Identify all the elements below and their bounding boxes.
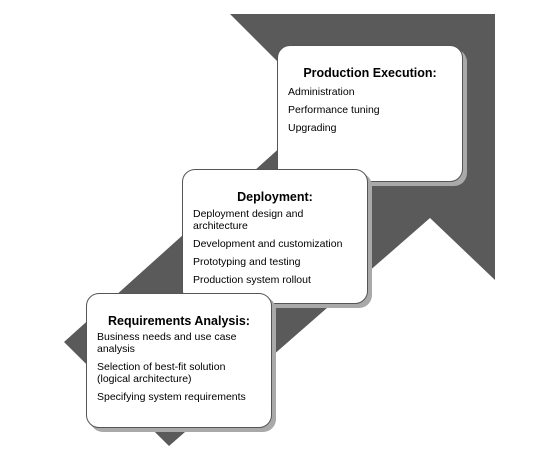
stage-item-list: Deployment design and architecture Devel… <box>193 208 357 286</box>
stage-item: Upgrading <box>288 122 337 134</box>
stage-item: Administration <box>288 86 355 98</box>
stage-item: Production system rollout <box>193 274 311 286</box>
stage-item: Performance tuning <box>288 104 380 116</box>
stage-item: Business needs and use case analysis <box>97 331 237 355</box>
stage-card-production-execution: Production Execution: Administration Per… <box>277 45 463 182</box>
stage-item: Specifying system requirements <box>97 391 246 403</box>
stage-card-requirements-analysis: Requirements Analysis: Business needs an… <box>86 293 272 428</box>
stage-item-list: Administration Performance tuning Upgrad… <box>288 86 452 134</box>
stage-item: Prototyping and testing <box>193 256 301 268</box>
stage-title: Deployment: <box>237 190 313 204</box>
stage-item-list: Business needs and use case analysis Sel… <box>97 331 261 403</box>
stage-title: Requirements Analysis: <box>108 314 250 328</box>
stage-item: Development and customization <box>193 238 343 250</box>
stage-title: Production Execution: <box>303 66 437 80</box>
stage-card-deployment: Deployment: Deployment design and archit… <box>182 169 368 304</box>
stage-item: Deployment design and architecture <box>193 208 304 232</box>
stage-item: Selection of best-fit solution (logical … <box>97 361 226 385</box>
